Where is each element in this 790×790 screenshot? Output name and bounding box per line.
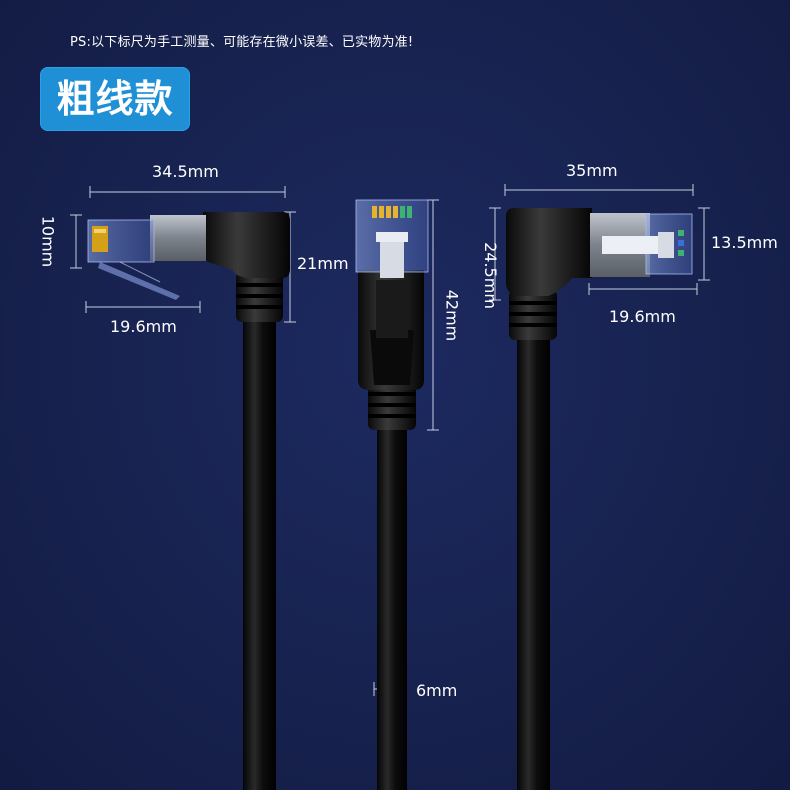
variant-badge-label: 粗线款 [56, 77, 174, 121]
dim-cable-diameter: 6mm [416, 681, 458, 700]
dim-right-plug-length: 19.6mm [609, 307, 676, 326]
dim-left-height: 10mm [38, 215, 58, 268]
left-connector [87, 212, 290, 790]
dim-left-body-height: 21mm [297, 254, 349, 273]
dim-left-width: 34.5mm [152, 162, 219, 181]
variant-badge: 粗线款 [40, 67, 190, 131]
right-connector [506, 208, 693, 790]
dim-right-height: 24.5mm [480, 242, 500, 309]
measurement-note: PS:以下标尺为手工测量、可能存在微小误差、已实物为准! [70, 35, 414, 50]
dim-right-width: 35mm [566, 161, 618, 180]
dim-right-plug-height: 13.5mm [711, 233, 778, 252]
center-connector [355, 199, 429, 790]
dim-left-plug-length: 19.6mm [110, 317, 177, 336]
dim-center-length: 42mm [442, 289, 462, 342]
